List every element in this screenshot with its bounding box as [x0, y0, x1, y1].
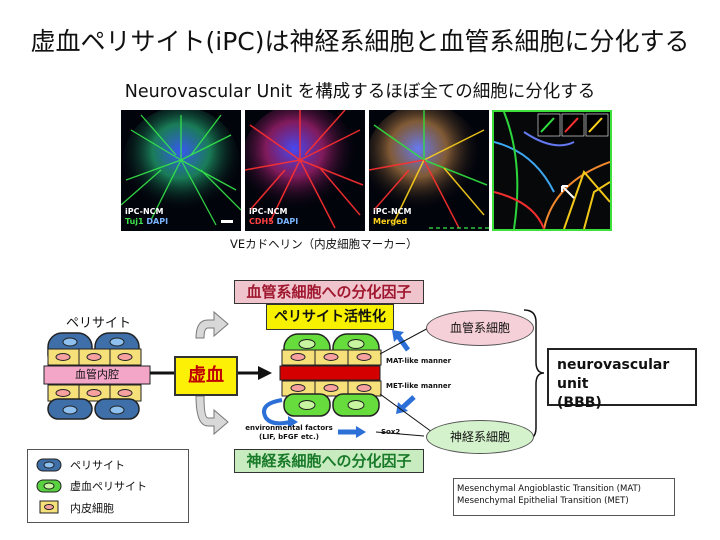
- abbr-met: Mesenchymal Epithelial Transition (MET): [457, 496, 629, 506]
- micrograph-1-stain-dapi: DAPI: [146, 217, 169, 226]
- legend-ischemic-pericyte-icon: [36, 479, 62, 493]
- slide-title: 虚血ペリサイト(iPC)は神経系細胞と血管系細胞に分化する: [30, 27, 690, 56]
- micrograph-2-stain-dapi: DAPI: [276, 217, 299, 226]
- micrograph-3-label-sample: iPC-NCM: [373, 207, 412, 216]
- micrograph-tuj1-image: [121, 110, 241, 231]
- gray-arrow-down-icon: [195, 395, 229, 436]
- resting-vessel: [43, 332, 151, 420]
- micrograph-1-label-sample: iPC-NCM: [125, 207, 164, 216]
- micrograph-zoom-inset: [492, 110, 612, 231]
- curly-brace-icon: [523, 309, 545, 441]
- connector-to-vascular: [379, 325, 433, 355]
- factor-neural-box: 神経系細胞への分化因子: [234, 449, 424, 473]
- legend-box: ペリサイト 虚血ペリサイト 内皮細胞: [27, 449, 189, 523]
- legend-ischemic-pericyte-label: 虚血ペリサイト: [70, 480, 147, 493]
- env-factors-label-line1: environmental factors: [245, 424, 333, 432]
- connector-sox2: [375, 431, 425, 437]
- neurovascular-unit-box: neurovascular unit (BBB): [547, 348, 697, 411]
- micrograph-3-label-stain: Merged: [373, 217, 408, 226]
- micrograph-tuj1: iPC-NCM Tuj1 DAPI: [121, 110, 241, 231]
- env-factors-label-line2: (LIF, bFGF etc.): [259, 433, 319, 441]
- micrograph-caption: VEカドヘリン（内皮細胞マーカー）: [230, 237, 418, 251]
- white-arrow-icon: [561, 185, 575, 199]
- legend-pericyte-label: ペリサイト: [70, 459, 125, 472]
- sox2-label: Sox2: [381, 428, 401, 436]
- ischemia-box: 虚血: [174, 356, 238, 396]
- legend-endothelial-icon: [39, 500, 59, 514]
- mat-label: MAT-like manner: [386, 357, 452, 365]
- vascular-cell-oval: 血管系細胞: [426, 310, 534, 346]
- abbr-mat: Mesenchymal Angioblastic Transition (MAT…: [457, 484, 641, 494]
- micrograph-2-label-stain: CDH5 DAPI: [249, 217, 298, 227]
- micrograph-2-label-sample: iPC-NCM: [249, 207, 288, 216]
- micrograph-cdh5: iPC-NCM CDH5 DAPI: [245, 110, 365, 231]
- blue-arrow-mat-icon: [392, 330, 411, 352]
- pericyte-activation-box: ペリサイト活性化: [266, 304, 394, 330]
- micrograph-1-stain-marker: Tuj1: [125, 217, 144, 226]
- abbreviation-box: Mesenchymal Angioblastic Transition (MAT…: [453, 478, 675, 516]
- neural-cell-oval: 神経系細胞: [426, 420, 534, 454]
- factor-vascular-box: 血管系細胞への分化因子: [234, 280, 424, 304]
- pericyte-heading: ペリサイト: [66, 316, 132, 331]
- main-arrow-head-icon: [258, 366, 272, 380]
- micrograph-merged-image: [369, 110, 489, 231]
- gray-arrow-up-icon: [195, 310, 229, 339]
- legend-endothelial-label: 内皮細胞: [70, 502, 114, 515]
- nvu-line2: (BBB): [557, 395, 602, 411]
- blue-arrow-sox2-icon: [338, 426, 366, 438]
- micrograph-2-stain-marker: CDH5: [249, 217, 274, 226]
- nvu-line1: neurovascular unit: [557, 357, 670, 392]
- micrograph-merged: iPC-NCM Merged: [369, 110, 489, 231]
- lumen-label: 血管内腔: [75, 368, 119, 381]
- slide-subtitle: Neurovascular Unit を構成するほぼ全ての細胞に分化する: [124, 82, 596, 102]
- blue-arrow-met-icon: [396, 395, 416, 414]
- connector-to-neural: [379, 393, 433, 433]
- scale-bar: [221, 220, 233, 223]
- blue-curved-arrow-icon: [262, 398, 291, 426]
- ischemic-vessel: [279, 333, 382, 417]
- met-label: MET-like manner: [386, 382, 452, 390]
- legend-pericyte-icon: [36, 458, 62, 472]
- micrograph-cdh5-image: [245, 110, 365, 231]
- micrograph-1-label-stain: Tuj1 DAPI: [125, 217, 168, 227]
- micrograph-zoom-image: [494, 112, 610, 229]
